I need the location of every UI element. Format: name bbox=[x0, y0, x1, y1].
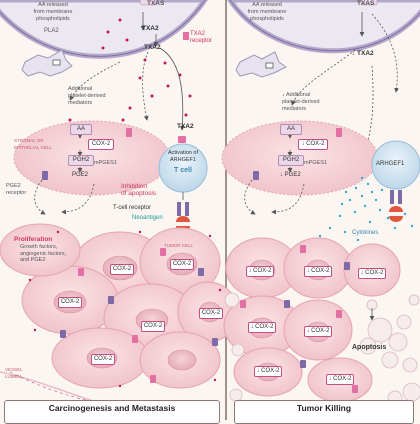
tumor-killing-title: Tumor Killing bbox=[296, 403, 352, 413]
pge2-receptor-label-left: PGE2 receptor bbox=[6, 183, 27, 196]
txas-enzyme-right bbox=[360, 0, 378, 6]
apoptosis-label: Apoptosis bbox=[352, 344, 387, 351]
tcr-right bbox=[389, 190, 403, 222]
carcinogenesis-title: Carcinogenesis and Metastasis bbox=[48, 403, 176, 413]
mpges1-label-left: mPGES1 bbox=[94, 160, 117, 166]
txa2-lower-label-left: TXA2 bbox=[144, 44, 161, 51]
activated-platelet-right bbox=[235, 51, 287, 78]
tumor-receptors bbox=[60, 245, 358, 393]
carcinogenesis-title-box: Carcinogenesis and Metastasis bbox=[4, 400, 220, 424]
additional-mediators-right: ↓ Additional platelet-derived mediators bbox=[282, 92, 320, 112]
aa-box-right: AA bbox=[280, 124, 302, 135]
cox2-tag-left-2: COX-2 bbox=[110, 264, 134, 275]
pgh2-box-right: PGH2 bbox=[278, 155, 304, 166]
tumor-cell-label: TUMOR CELL bbox=[164, 243, 194, 248]
cytokines-label: Cytokines bbox=[352, 230, 379, 236]
pla2-label-left: PLA2 bbox=[44, 28, 59, 34]
tumor-killing-title-box: Tumor Killing bbox=[234, 400, 414, 424]
tcr-left bbox=[176, 202, 190, 232]
cox2-tag-right-5: ↓ COX-2 bbox=[304, 326, 332, 337]
txa2-receptor-label: TXA2 receptor bbox=[190, 31, 213, 44]
cox2-box-right: ↓ COX-2 bbox=[298, 139, 328, 150]
txa2-down-label: ↓ TXA2 bbox=[352, 50, 374, 57]
pge2-label-left: PGE2 bbox=[72, 172, 89, 178]
apoptotic-bodies bbox=[224, 292, 420, 406]
tcr-label-left: T-cell receptor bbox=[113, 205, 152, 211]
cox2-tag-right-1: ↓ COX-2 bbox=[246, 266, 274, 277]
aa-released-label-left: AA released from membrane phospholipids bbox=[33, 2, 73, 22]
txas-label-left: TXAS bbox=[147, 0, 165, 7]
t-cell-right bbox=[371, 140, 420, 190]
vessel-lumen-label: VESSEL LUMEN bbox=[5, 367, 23, 379]
txa2-tcell-label: TXA2 bbox=[177, 123, 194, 130]
cox2-tag-right-4: ↓ COX-2 bbox=[248, 322, 276, 333]
proliferation-text: Growth factors, angiogenic factors, and … bbox=[20, 244, 67, 263]
cox2-box-left: COX-2 bbox=[88, 139, 114, 150]
magenta-dots-tumor bbox=[28, 230, 222, 388]
cox2-tag-right-6: ↓ COX-2 bbox=[254, 366, 282, 377]
neoantigen-label: Neoantigen bbox=[132, 215, 163, 221]
inhibition-apoptosis-label: Inhibition of apoptosis bbox=[121, 183, 157, 197]
cox2-tag-right-2: ↓ COX-2 bbox=[304, 266, 332, 277]
txas-enzyme-left bbox=[139, 0, 157, 6]
cox2-tag-left-3: COX-2 bbox=[58, 297, 82, 308]
cox2-tag-right-7: ↓ COX-2 bbox=[326, 374, 354, 385]
cox2-tag-left-5: COX-2 bbox=[199, 308, 223, 319]
cox2-tag-left-1: COX-2 bbox=[170, 259, 194, 270]
additional-mediators-left: Additional platelet-derived mediators bbox=[68, 86, 106, 106]
mpges1-label-right: mPGES1 bbox=[304, 160, 327, 166]
platelet-right bbox=[226, 0, 420, 54]
aa-box-left: AA bbox=[70, 124, 92, 135]
cox2-tag-left-4: COX-2 bbox=[141, 321, 165, 332]
activation-arhgef1-label: Activation of ARHGEF1 bbox=[168, 150, 198, 163]
cox2-tag-right-3: ↓ COX-2 bbox=[358, 268, 386, 279]
cox2-tag-left-6: COX-2 bbox=[91, 354, 115, 365]
pgh2-box-left: PGH2 bbox=[68, 155, 94, 166]
proliferation-title: Proliferation bbox=[14, 236, 53, 243]
txas-label-right: TXAS bbox=[357, 0, 375, 7]
arhgef1-label-right: ARHGEF1 bbox=[376, 161, 405, 167]
txa2-label-left: TXA2 bbox=[142, 25, 159, 32]
t-cell-label-left: T cell bbox=[174, 167, 192, 174]
pge2-down-label: ↓ PGE2 bbox=[280, 172, 301, 178]
aa-released-label-right: AA released from membrane phospholipids bbox=[247, 2, 287, 22]
activated-platelet-left bbox=[21, 49, 73, 77]
stromal-cell-label-left: STROMAL OR EPITHELIAL CELL bbox=[14, 138, 52, 150]
